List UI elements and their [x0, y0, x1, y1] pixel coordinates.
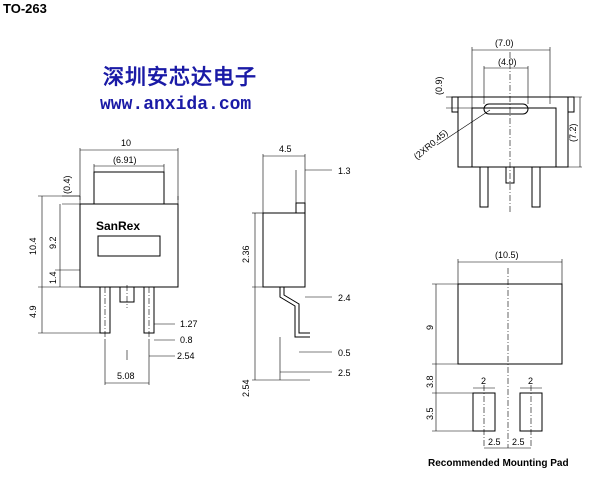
dim-pad-height: 9 — [425, 325, 435, 330]
dim-front-lead-span: 5.08 — [117, 371, 135, 381]
mounting-pad-title: Recommended Mounting Pad — [428, 458, 569, 469]
dim-side-foot: 2.5 — [338, 368, 351, 378]
dim-pad-small-height: 3.5 — [425, 407, 435, 420]
dim-side-lead-thickness: 0.5 — [338, 348, 351, 358]
dim-front-height: 10.4 — [28, 237, 38, 255]
dim-side-height: 2.36 — [241, 245, 251, 263]
dim-back-slot-radius: (2XR0.45) — [412, 127, 450, 161]
dim-pad-small-width-right: 2 — [528, 376, 533, 386]
dim-front-tab-top: (0.4) — [62, 175, 72, 194]
dim-pad-pitch-right: 2.5 — [512, 437, 525, 447]
dim-back-inner-width: (4.0) — [498, 57, 517, 67]
dim-pad-pitch-left: 2.5 — [488, 437, 501, 447]
dim-side-tab: 1.3 — [338, 166, 351, 176]
dim-front-lead-thickness: 0.8 — [180, 335, 193, 345]
dim-back-top-gap: (0.9) — [434, 76, 444, 95]
dim-front-lead-width: 1.27 — [180, 319, 198, 329]
dim-side-foot-height: 2.54 — [241, 379, 251, 397]
dim-front-pitch: 2.54 — [177, 351, 195, 361]
mounting-pad: (10.5) 9 3.8 3.5 2 2 2.5 2.5 Recommended… — [425, 250, 569, 469]
dim-front-width: 10 — [121, 138, 131, 148]
back-view: (7.0) (4.0) (0.9) (2XR0.45) (7.2) — [412, 38, 582, 212]
dim-side-depth: 4.5 — [279, 144, 292, 154]
dim-pad-small-width-left: 2 — [481, 376, 486, 386]
dim-front-inner-width: (6.91) — [113, 155, 137, 165]
watermark-url: www.anxida.com — [100, 95, 251, 115]
dim-front-lead-length: 4.9 — [28, 305, 38, 318]
dim-back-outer-width: (7.0) — [495, 38, 514, 48]
dim-pad-width: (10.5) — [495, 250, 519, 260]
watermark-company: 深圳安芯达电子 — [103, 64, 257, 89]
dim-pad-gap: 3.8 — [425, 375, 435, 388]
side-view: 4.5 1.3 2.36 2.54 2.4 0.5 2.5 — [241, 144, 351, 397]
front-view: SanRex 10 (6.91) (0.4) 10.4 9.2 1.4 — [28, 138, 198, 385]
dim-front-lead-offset: 1.4 — [48, 271, 58, 284]
dim-side-standoff: 2.4 — [338, 293, 351, 303]
dim-back-height: (7.2) — [568, 123, 578, 142]
dim-front-body-height: 9.2 — [48, 236, 58, 249]
sanrex-logo: SanRex — [96, 219, 140, 233]
package-title: TO-263 — [3, 1, 47, 16]
